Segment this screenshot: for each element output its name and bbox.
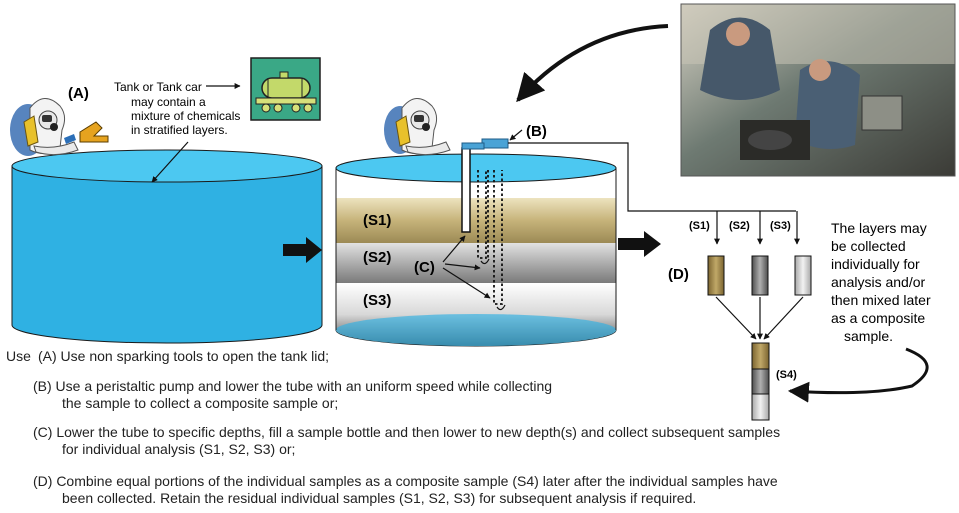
label-b: (B) (526, 123, 547, 140)
label-s2-small: (S2) (729, 220, 750, 232)
connector-lines (508, 142, 800, 245)
tube-hooks (480, 258, 506, 311)
label-d: (D) (668, 266, 689, 283)
tank-car-icon (250, 57, 321, 121)
worker-with-respirator-icon (10, 98, 79, 156)
layer-s2 (336, 243, 616, 283)
label-c-arrows (442, 235, 491, 299)
layers-note-line-7: sample. (844, 328, 893, 344)
label-s4: (S4) (776, 369, 797, 381)
note-to-tank-arrow (151, 141, 189, 183)
layers-note-line-3: individually for (831, 256, 920, 272)
note-to-s4-arrow (787, 347, 929, 403)
label-s3-small: (S3) (770, 220, 791, 232)
combine-arrows (715, 296, 804, 340)
bottle-s1 (707, 255, 725, 296)
bottle-s2 (751, 255, 769, 296)
label-s3: (S3) (363, 292, 391, 309)
lowered-tubes (477, 170, 503, 305)
sampling-tube (461, 147, 471, 233)
tank-note-line-4: in stratified layers. (131, 123, 228, 137)
tank-note: Tank or Tank car may contain a mixture o… (114, 80, 240, 137)
tank-note-line-2: may contain a (131, 95, 206, 109)
peristaltic-pump-icon (461, 138, 509, 150)
tank-note-line-1: Tank or Tank car (114, 80, 202, 94)
layers-note-line-5: then mixed later (831, 292, 931, 308)
label-a: (A) (68, 85, 89, 102)
label-s1-small: (S1) (689, 220, 710, 232)
layers-note-line-6: as a composite (831, 310, 925, 326)
layers-note: The layers may be collected individually… (831, 220, 931, 344)
tank-note-line-3: mixture of chemicals (131, 109, 240, 123)
photo-workers-sampling (680, 3, 956, 177)
layers-note-line-4: analysis and/or (831, 274, 926, 290)
label-c: (C) (414, 259, 435, 276)
layer-s1 (336, 198, 616, 243)
layers-note-line-1: The layers may (831, 220, 927, 236)
layers-note-line-2: be collected (831, 238, 906, 254)
bottle-s4 (751, 342, 770, 421)
bottle-s3 (794, 255, 812, 296)
left-tank (11, 149, 323, 344)
arrow-right-icon (283, 237, 322, 263)
arrow-right-icon-2 (618, 231, 661, 257)
photo-arrow (516, 24, 669, 103)
label-b-pointer (509, 129, 523, 141)
label-s1: (S1) (363, 212, 391, 229)
label-s2: (S2) (363, 249, 391, 266)
layered-tank (335, 153, 617, 347)
worker-with-pump-icon (384, 98, 451, 156)
lid-tool-icon (79, 121, 109, 143)
